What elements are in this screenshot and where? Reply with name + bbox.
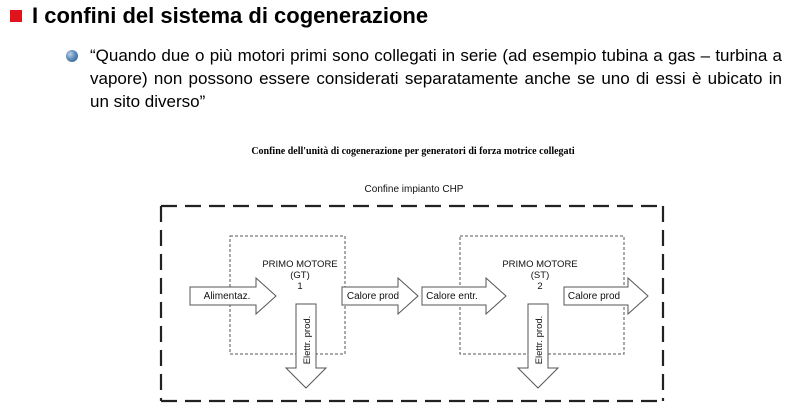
figure-caption: Confine dell'unità di cogenerazione per … — [251, 146, 575, 157]
heat-transfer-arrow-1: Calore prod — [341, 276, 419, 316]
electric-output-arrow-2: Elettr. prod. — [516, 303, 560, 389]
unit1-type: (GT) — [290, 270, 310, 281]
unit2-heat-input-label: Calore entr. — [426, 291, 478, 302]
bullet-sphere-icon — [66, 50, 78, 62]
unit2-type: (ST) — [531, 270, 549, 281]
input-fuel-arrow: Alimentaz. — [189, 276, 277, 316]
unit2-title: PRIMO MOTORE — [502, 259, 577, 270]
red-square-bullet-icon — [10, 10, 22, 22]
unit2-number: 2 — [537, 281, 542, 292]
unit1-heat-output-label: Calore prod — [347, 291, 399, 302]
input-fuel-label: Alimentaz. — [204, 291, 251, 302]
bullet-text: “Quando due o più motori primi sono coll… — [90, 46, 782, 111]
unit2-heat-output-label: Calore prod — [568, 291, 620, 302]
unit1-number: 1 — [297, 281, 302, 292]
electric-output-arrow-1: Elettr. prod. — [284, 303, 328, 389]
unit2-electric-label: Elettr. prod. — [534, 316, 545, 365]
slide-title-row: I confini del sistema di cogenerazione — [10, 2, 428, 30]
heat-input-arrow-2: Calore entr. — [421, 276, 507, 316]
heat-output-arrow-2: Calore prod — [563, 276, 649, 316]
boundary-label: Confine impianto CHP — [365, 184, 464, 195]
unit1-title: PRIMO MOTORE — [262, 259, 337, 270]
slide-title: I confini del sistema di cogenerazione — [32, 3, 429, 28]
chp-boundary — [159, 204, 665, 403]
unit1-electric-label: Elettr. prod. — [302, 316, 313, 365]
